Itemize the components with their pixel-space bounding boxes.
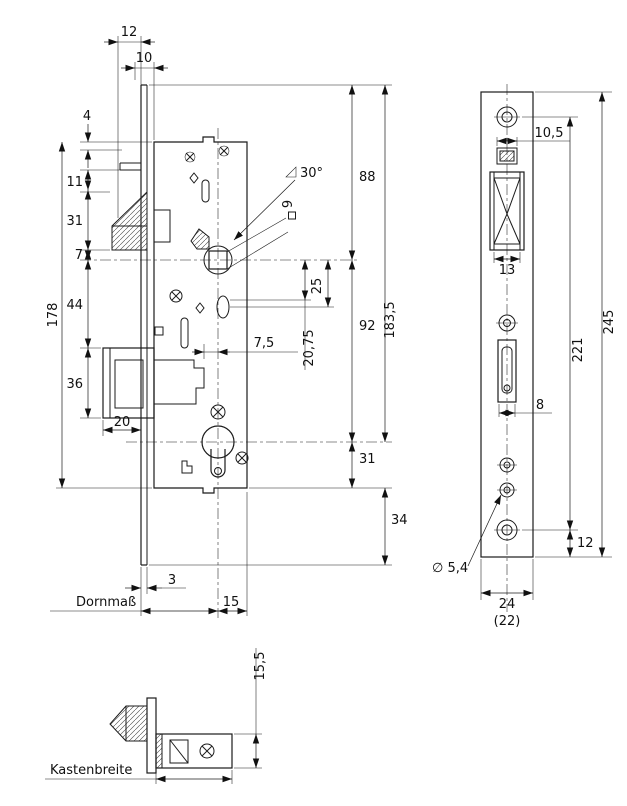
main-side-view (80, 84, 392, 618)
angle-symbol (285, 166, 297, 178)
dim-4: 4 (83, 109, 91, 124)
dim-30-deg: 30° (300, 166, 323, 181)
dim-34: 34 (391, 513, 408, 528)
faceplate-side (119, 84, 148, 566)
dim-10-5: 10,5 (535, 126, 564, 141)
dim-88: 88 (359, 170, 376, 185)
adjust-plate (496, 147, 518, 165)
latch-bolt (111, 190, 171, 251)
lock-case-outline (153, 136, 248, 494)
case-top-details (184, 145, 230, 203)
square-symbol (288, 211, 296, 220)
latch-window (489, 171, 525, 251)
dim-7: 7 (75, 248, 83, 263)
case-middle-details (154, 289, 230, 349)
dimension-lines (50, 38, 389, 615)
dim-24: 24 (499, 597, 516, 612)
faceplate-edge (146, 697, 157, 774)
dim-5-4-dia: ∅ 5,4 (432, 561, 468, 576)
dim-44: 44 (66, 298, 83, 313)
dim-13: 13 (499, 263, 516, 278)
deadbolt (102, 347, 205, 419)
mid-screw-hole (496, 314, 518, 332)
dim-8: 8 (536, 398, 544, 413)
deadbolt-window (497, 339, 517, 403)
dim-20-75: 20,75 (302, 329, 317, 366)
lower-screw-holes (494, 457, 520, 541)
follower-nut (190, 228, 233, 275)
dim-11: 11 (66, 175, 83, 190)
cylinder-area (181, 404, 249, 478)
dim-15-5: 15,5 (253, 652, 268, 681)
dim-20: 20 (114, 415, 131, 430)
center-lines (80, 128, 392, 618)
dornmass-label: Dornmaß (76, 595, 136, 610)
dim-25: 25 (310, 278, 325, 295)
dim-36: 36 (66, 377, 83, 392)
dim-92: 92 (359, 319, 376, 334)
faceplate-front-view (480, 84, 534, 612)
top-screw-hole (494, 106, 520, 128)
dim-7-5: 7,5 (254, 336, 275, 351)
case-section (155, 733, 233, 769)
square-9-callout: 9 (281, 200, 296, 220)
dim-12-faceplate: 12 (577, 536, 594, 551)
kastenbreite-label: Kastenbreite (50, 763, 132, 778)
dim-3: 3 (168, 573, 176, 588)
latch-section (109, 705, 148, 742)
dim-10-top: 10 (136, 51, 153, 66)
dim-245: 245 (602, 310, 617, 335)
dim-183-5: 183,5 (383, 301, 398, 338)
main-view-dimensions: 12 10 4 11 31 7 44 178 36 20 3 Dornmaß 1… (46, 25, 408, 616)
section-dimensions: 15,5 Kastenbreite (45, 648, 268, 784)
dim-221: 221 (571, 338, 586, 363)
dim-31-latch: 31 (66, 214, 83, 229)
faceplate-dimensions: 10,5 13 8 24 (22) 245 221 12 ∅ 5,4 (432, 91, 617, 629)
extension-lines (56, 36, 392, 616)
angle-30-callout: 30° (285, 166, 323, 181)
bottom-section-view (109, 697, 233, 774)
dim-15: 15 (223, 595, 240, 610)
dim-9-square: 9 (281, 200, 296, 208)
dim-31-cylinder: 31 (359, 452, 376, 467)
dim-22: (22) (494, 614, 521, 629)
dim-12-top: 12 (121, 25, 138, 40)
dim-178: 178 (46, 303, 61, 328)
